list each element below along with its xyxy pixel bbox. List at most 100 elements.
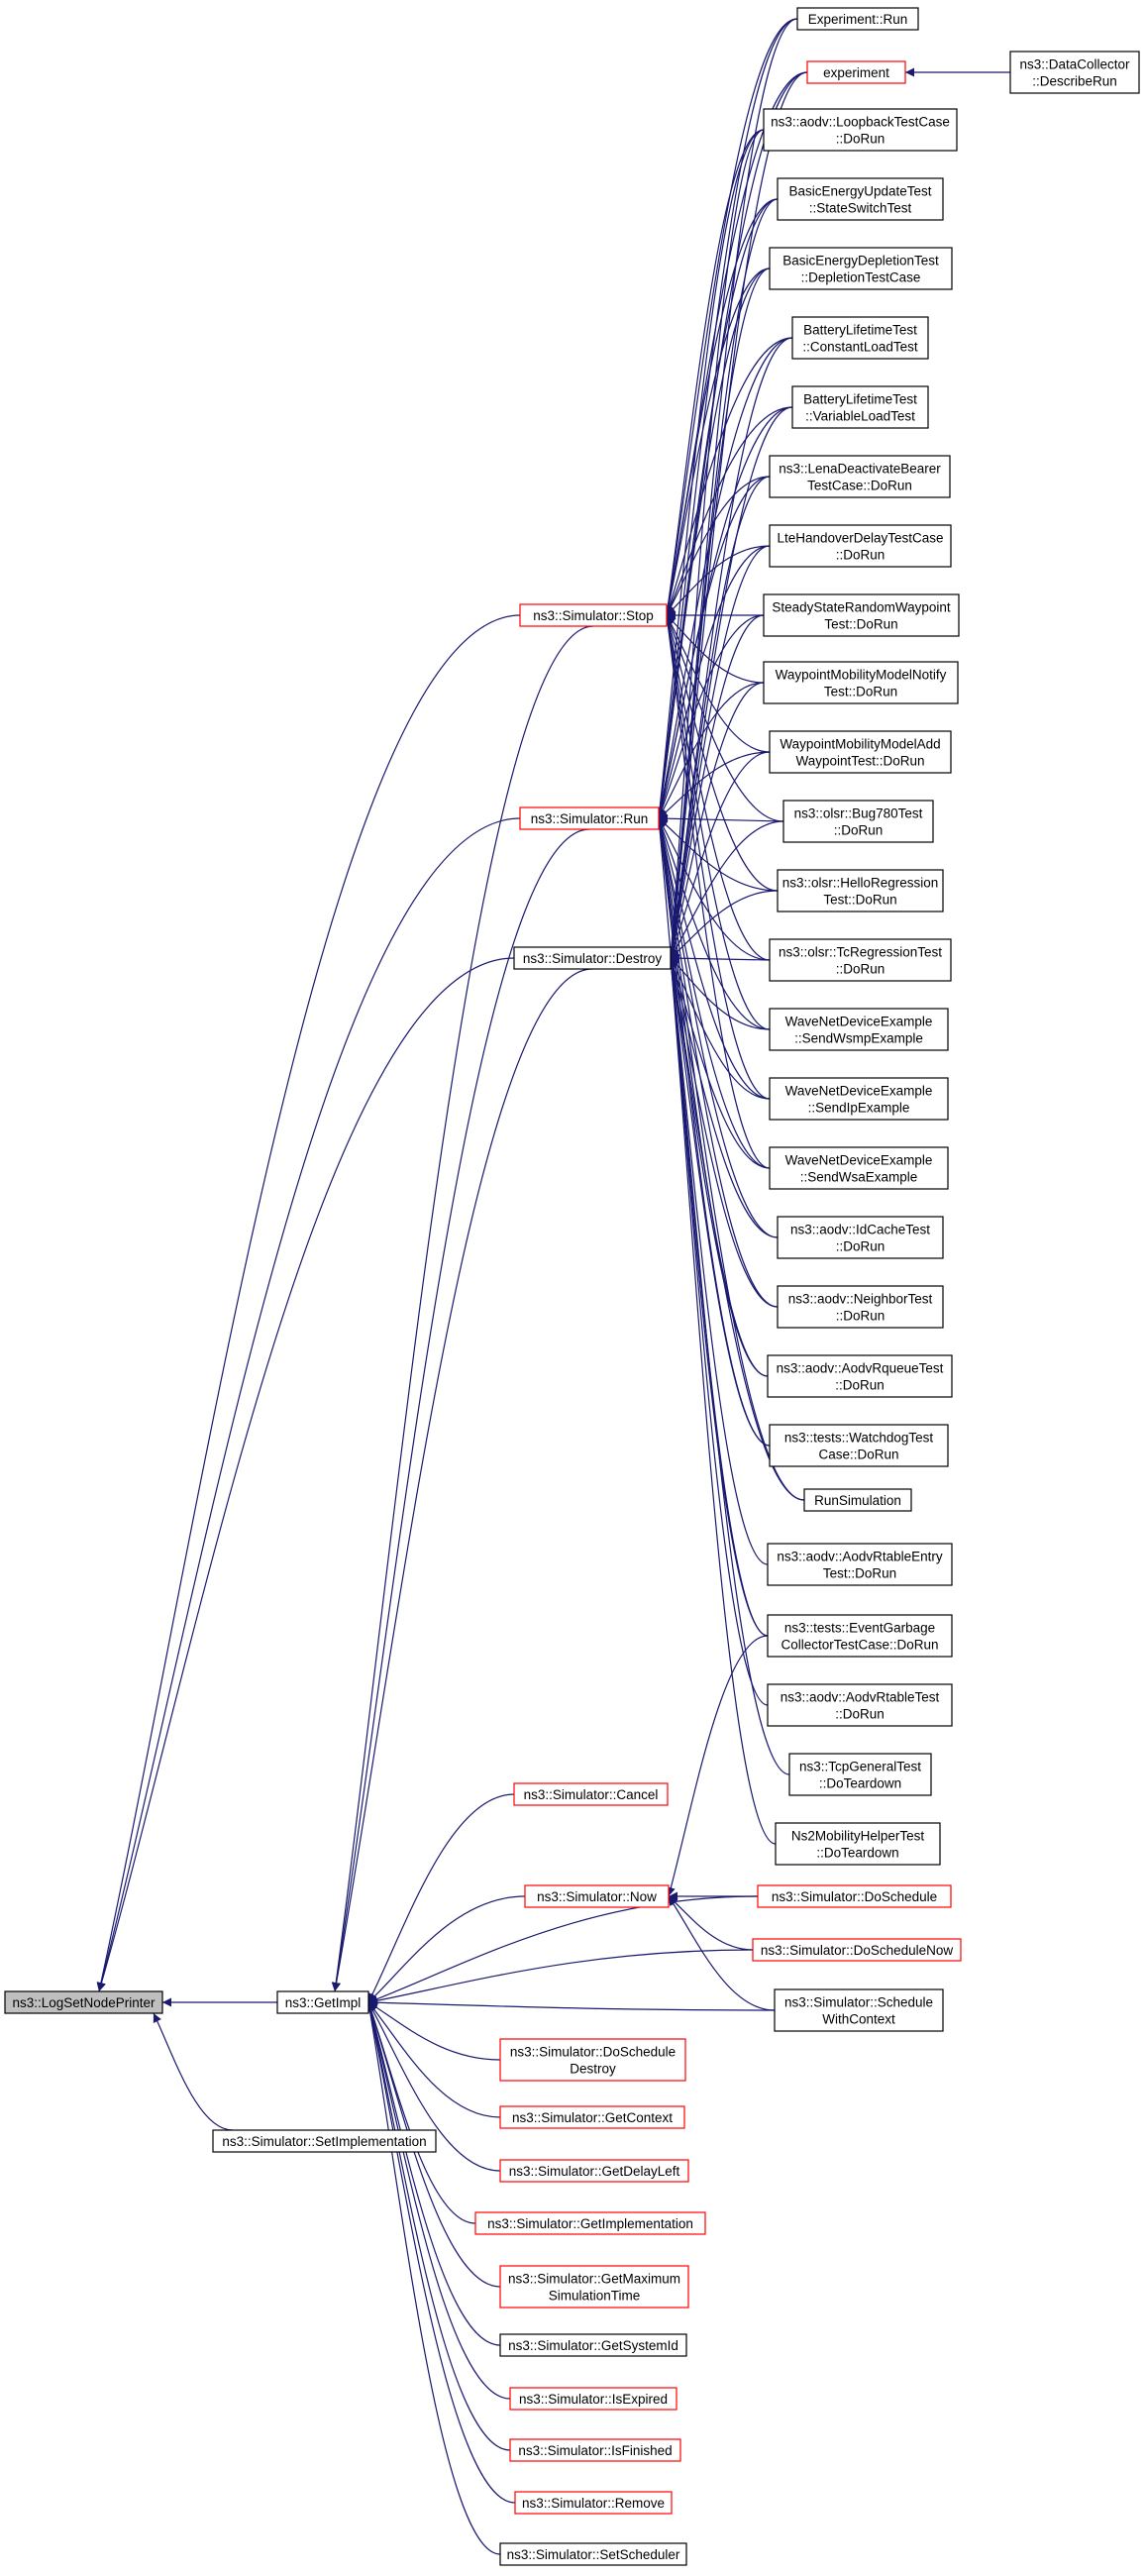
node-box-isexpired [509,2387,677,2411]
node-label-ltehandover-0: LteHandoverDelayTestCase [777,531,943,546]
node-box-rqueue [767,1354,953,1398]
node-box-runsim [803,1488,912,1512]
edge-olsrhello-to-stop [665,614,779,892]
node-label-basicupdate-1: ::StateSwitchTest [809,201,912,216]
node-neighbor[interactable]: ns3::aodv::NeighborTest::DoRun [777,1285,944,1329]
edge-olsrtc-to-run [658,817,771,961]
node-label-waypointadd-1: WaypointTest::DoRun [795,754,924,769]
node-label-rqueue-1: ::DoRun [835,1378,885,1393]
node-box-doschedule [757,1884,952,1908]
node-box-tcpgeneral [788,1753,932,1796]
node-run[interactable]: ns3::Simulator::Run [519,806,660,830]
node-label-ns2mobility-0: Ns2MobilityHelperTest [791,1829,925,1844]
node-batteryvar[interactable]: BatteryLifetimeTest::VariableLoadTest [791,385,929,429]
node-runsim[interactable]: RunSimulation [803,1488,912,1512]
node-label-waveip-0: WaveNetDeviceExample [785,1084,933,1099]
node-isexpired[interactable]: ns3::Simulator::IsExpired [509,2387,677,2411]
edge-batteryconst-to-destroy [667,337,793,959]
node-ns2mobility[interactable]: Ns2MobilityHelperTest::DoTeardown [775,1822,941,1866]
edge-experiment_run-to-stop [663,18,798,616]
edge-setimpl-to-root [153,2012,234,2131]
node-box-rtable [767,1683,953,1727]
node-waypointadd[interactable]: WaypointMobilityModelAddWaypointTest::Do… [769,730,952,774]
node-label-root-0: ns3::LogSetNodePrinter [12,1995,156,2010]
node-isfinished[interactable]: ns3::Simulator::IsFinished [509,2438,681,2462]
node-ltehandover[interactable]: LteHandoverDelayTestCase::DoRun [769,524,952,568]
node-batteryconst[interactable]: BatteryLifetimeTest::ConstantLoadTest [791,316,929,360]
node-label-cancel-0: ns3::Simulator::Cancel [524,1787,659,1802]
node-label-getsystemid-0: ns3::Simulator::GetSystemId [508,2338,678,2353]
node-box-doschedulenow [752,1938,962,1962]
node-label-olsrhello-0: ns3::olsr::HelloRegression [782,876,939,891]
node-idcache[interactable]: ns3::aodv::IdCacheTest::DoRun [777,1216,944,1259]
node-destroy[interactable]: ns3::Simulator::Destroy [513,946,672,970]
edge-getsystemid-to-getimpl [366,2001,501,2346]
edge-idcache-to-run [656,817,779,1238]
edge-doschedule_destroy-to-getimpl [367,2001,501,2061]
node-label-batteryconst-1: ::ConstantLoadTest [802,340,918,355]
node-wavewsmp[interactable]: WaveNetDeviceExample::SendWsmpExample [769,1008,949,1051]
node-loopback[interactable]: ns3::aodv::LoopbackTestCase::DoRun [763,108,958,152]
node-label-rtableentry-0: ns3::aodv::AodvRtableEntry [777,1550,943,1564]
node-doschedulenow[interactable]: ns3::Simulator::DoScheduleNow [752,1938,962,1962]
node-getsystemid[interactable]: ns3::Simulator::GetSystemId [499,2333,687,2357]
node-label-describerun-0: ns3::DataCollector [1019,57,1130,72]
edge-batteryvar-to-destroy [667,406,793,959]
node-label-experiment_run-0: Experiment::Run [808,12,908,27]
node-cancel[interactable]: ns3::Simulator::Cancel [513,1782,669,1806]
node-label-ltehandover-1: ::DoRun [836,548,886,563]
node-basicupdate[interactable]: BasicEnergyUpdateTest::StateSwitchTest [777,177,944,221]
edge-olsrbug-to-run [658,813,784,823]
node-olsrtc[interactable]: ns3::olsr::TcRegressionTest::DoRun [769,938,952,982]
edge-basicdepletion-to-stop [664,268,771,616]
node-box-doschedule_destroy [499,2038,686,2082]
node-getcontext[interactable]: ns3::Simulator::GetContext [499,2105,685,2129]
node-setscheduler[interactable]: ns3::Simulator::SetScheduler [499,2542,687,2566]
edge-schedulewithcontext-to-getimpl [367,1997,776,2011]
node-stop[interactable]: ns3::Simulator::Stop [519,603,668,627]
node-describerun[interactable]: ns3::DataCollector::DescribeRun [1009,51,1140,94]
node-label-doschedule-0: ns3::Simulator::DoSchedule [772,1889,937,1904]
node-tcpgeneral[interactable]: ns3::TcpGeneralTest::DoTeardown [788,1753,932,1796]
node-rqueue[interactable]: ns3::aodv::AodvRqueueTest::DoRun [767,1354,953,1398]
node-olsrbug[interactable]: ns3::olsr::Bug780Test::DoRun [782,800,934,843]
node-getimpl[interactable]: ns3::GetImpl [276,1990,369,2014]
edge-ltehandover-to-stop [666,545,771,616]
node-setimpl[interactable]: ns3::Simulator::SetImplementation [212,2129,437,2153]
edge-waypointadd-to-destroy [669,751,771,959]
edge-wavewsmp-to-destroy [670,957,771,1030]
node-rtable[interactable]: ns3::aodv::AodvRtableTest::DoRun [767,1683,953,1727]
node-label-basicdepletion-1: ::DepletionTestCase [801,270,921,285]
node-now[interactable]: ns3::Simulator::Now [524,1884,670,1908]
edge-stop-to-getimpl [331,625,594,1992]
node-waveip[interactable]: WaveNetDeviceExample::SendIpExample [769,1077,949,1121]
node-label-olsrtc-1: ::DoRun [836,962,886,977]
node-label-neighbor-1: ::DoRun [836,1309,886,1324]
node-label-schedulewithcontext-1: WithContext [822,2012,895,2027]
node-doschedule[interactable]: ns3::Simulator::DoSchedule [757,1884,952,1908]
node-getimplementation[interactable]: ns3::Simulator::GetImplementation [474,2211,706,2235]
node-label-tcpgeneral-1: ::DoTeardown [819,1776,901,1791]
node-experiment_run[interactable]: Experiment::Run [796,7,919,31]
node-experiment[interactable]: experiment [806,60,906,84]
edge-waveip-to-destroy [670,957,771,1100]
node-wavewsa[interactable]: WaveNetDeviceExample::SendWsaExample [769,1146,949,1190]
node-label-destroy-0: ns3::Simulator::Destroy [523,951,663,966]
node-basicdepletion[interactable]: BasicEnergyDepletionTest::DepletionTestC… [769,247,953,290]
node-remove[interactable]: ns3::Simulator::Remove [514,2491,673,2515]
node-label-loopback-1: ::DoRun [836,132,886,147]
node-box-describerun [1009,51,1140,94]
node-getdelayleft[interactable]: ns3::Simulator::GetDelayLeft [499,2159,689,2183]
node-eventgarbage[interactable]: ns3::tests::EventGarbageCollectorTestCas… [767,1614,953,1658]
